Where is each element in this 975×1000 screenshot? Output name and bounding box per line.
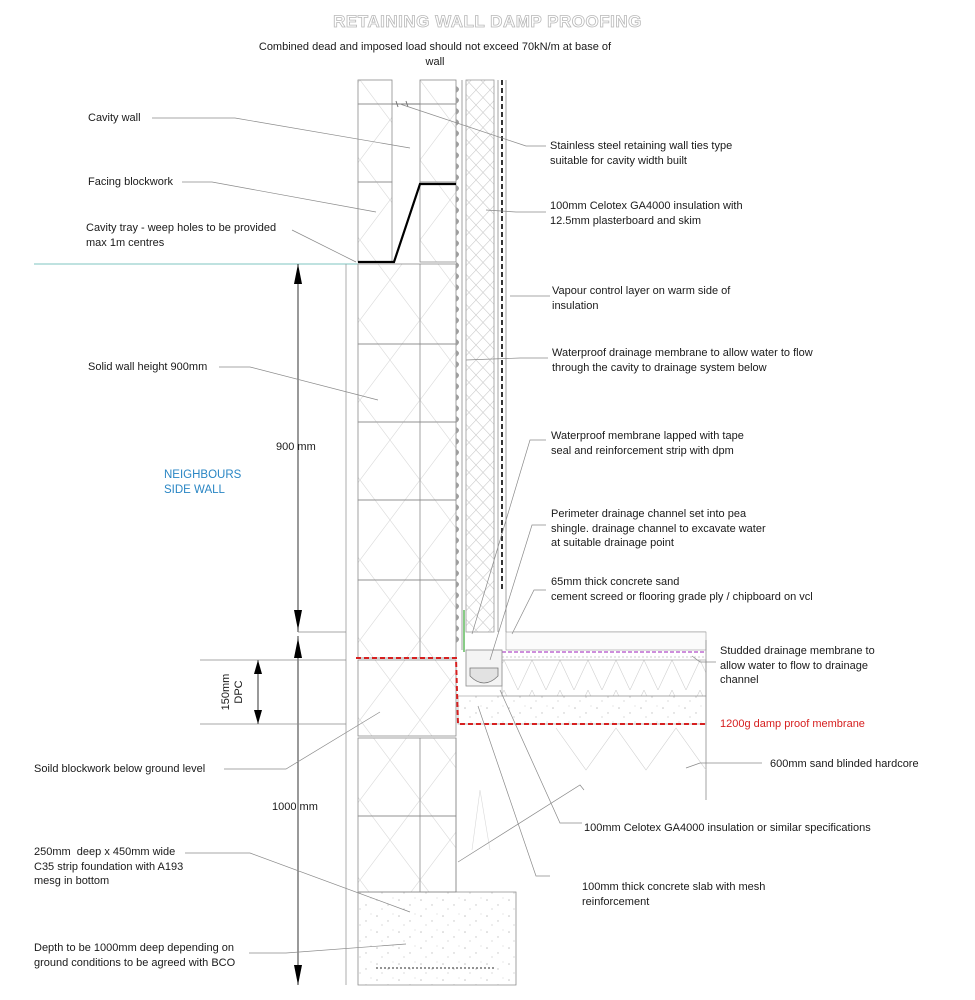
dimension-1000mm: 1000 mm — [272, 801, 318, 813]
label-cavity-wall: Cavity wall — [88, 112, 141, 124]
concrete-slab — [457, 695, 707, 725]
membrane-stud — [456, 372, 459, 379]
label-facing-blockwork: Facing blockwork — [88, 176, 173, 188]
membrane-stud — [456, 614, 459, 621]
membrane-stud — [456, 152, 459, 159]
label-depth: Depth to be 1000mm deep depending on gro… — [34, 942, 236, 969]
membrane-stud — [456, 636, 459, 643]
membrane-stud — [456, 482, 459, 489]
membrane-stud — [456, 218, 459, 225]
dimension-lines — [200, 264, 346, 985]
load-note: Combined dead and imposed load should no… — [258, 41, 612, 68]
membrane-stud — [456, 185, 459, 192]
membrane-stud — [456, 427, 459, 434]
membrane-stud — [456, 603, 459, 610]
membrane-stud — [456, 537, 459, 544]
membrane-stud — [456, 438, 459, 445]
membrane-stud — [456, 295, 459, 302]
drainage-membrane-studs — [456, 86, 459, 643]
facing-blockwork — [357, 79, 393, 263]
floor-insulation — [501, 659, 707, 697]
membrane-stud — [456, 515, 459, 522]
label-membrane-lapped: Waterproof membrane lapped with tape sea… — [551, 430, 744, 457]
membrane-stud — [456, 207, 459, 214]
membrane-stud — [456, 504, 459, 511]
membrane-stud — [456, 350, 459, 357]
membrane-stud — [456, 570, 459, 577]
membrane-stud — [456, 449, 459, 456]
label-drainage-channel: Perimeter drainage channel set into pea … — [551, 508, 766, 549]
inner-blockwork-upper — [419, 79, 457, 263]
label-vcl: Vapour control layer on warm side of ins… — [552, 285, 731, 312]
label-drainage-membrane: Waterproof drainage membrane to allow wa… — [552, 347, 813, 374]
label-neighbours-side-wall: NEIGHBOURS SIDE WALL — [164, 469, 242, 496]
membrane-stud — [456, 141, 459, 148]
hardcore — [455, 640, 707, 892]
membrane-stud — [456, 548, 459, 555]
membrane-stud — [456, 240, 459, 247]
leader-lines — [152, 103, 762, 954]
wall-insulation — [465, 79, 495, 633]
membrane-stud — [456, 317, 459, 324]
membrane-stud — [456, 405, 459, 412]
membrane-stud — [456, 229, 459, 236]
label-hardcore: 600mm sand blinded hardcore — [770, 758, 919, 770]
label-cavity-tray: Cavity tray - weep holes to be provided … — [86, 222, 277, 249]
membrane-stud — [456, 416, 459, 423]
solid-wall-blocks — [357, 263, 457, 893]
membrane-stud — [456, 471, 459, 478]
membrane-stud — [456, 383, 459, 390]
membrane-stud — [456, 273, 459, 280]
membrane-stud — [456, 559, 459, 566]
membrane-stud — [456, 196, 459, 203]
label-celotex-insulation: 100mm Celotex GA4000 insulation with 12.… — [550, 200, 743, 227]
label-concrete-slab: 100mm thick concrete slab with mesh rein… — [582, 881, 766, 908]
membrane-stud — [456, 460, 459, 467]
membrane-stud — [456, 394, 459, 401]
membrane-stud — [456, 130, 459, 137]
membrane-stud — [456, 339, 459, 346]
label-wall-ties: Stainless steel retaining wall ties type… — [550, 140, 733, 167]
membrane-stud — [456, 361, 459, 368]
membrane-stud — [456, 328, 459, 335]
membrane-stud — [456, 119, 459, 126]
membrane-stud — [456, 526, 459, 533]
dimension-900mm: 900 mm — [276, 441, 316, 453]
dimension-dpc: 150mm DPC — [220, 673, 245, 711]
membrane-stud — [456, 174, 459, 181]
membrane-stud — [456, 625, 459, 632]
label-studded-membrane: Studded drainage membrane to allow water… — [720, 645, 875, 686]
membrane-stud — [456, 592, 459, 599]
label-screed: 65mm thick concrete sand cement screed o… — [551, 576, 813, 603]
membrane-stud — [456, 108, 459, 115]
membrane-stud — [456, 581, 459, 588]
dimension-arrows — [254, 264, 302, 985]
membrane-stud — [456, 97, 459, 104]
strip-foundation — [357, 891, 517, 986]
floor-screed — [505, 590, 707, 651]
membrane-stud — [456, 163, 459, 170]
membrane-stud — [456, 493, 459, 500]
membrane-stud — [456, 284, 459, 291]
diagram-title: RETAINING WALL DAMP PROOFING — [333, 12, 642, 32]
damp-proof-membrane — [356, 657, 706, 725]
membrane-stud — [456, 262, 459, 269]
label-solid-wall-height: Solid wall height 900mm — [88, 361, 208, 373]
drainage-channel — [465, 649, 503, 687]
membrane-stud — [456, 306, 459, 313]
label-solid-blockwork: Soild blockwork below ground level — [34, 763, 206, 775]
label-floor-insulation: 100mm Celotex GA4000 insulation or simil… — [584, 822, 871, 834]
label-dpm: 1200g damp proof membrane — [720, 718, 865, 730]
membrane-stud — [456, 251, 459, 258]
wall-ties — [392, 100, 420, 108]
membrane-stud — [456, 86, 459, 93]
cavity-tray — [358, 182, 456, 264]
label-strip-foundation: 250mm deep x 450mm wide C35 strip founda… — [34, 846, 184, 887]
